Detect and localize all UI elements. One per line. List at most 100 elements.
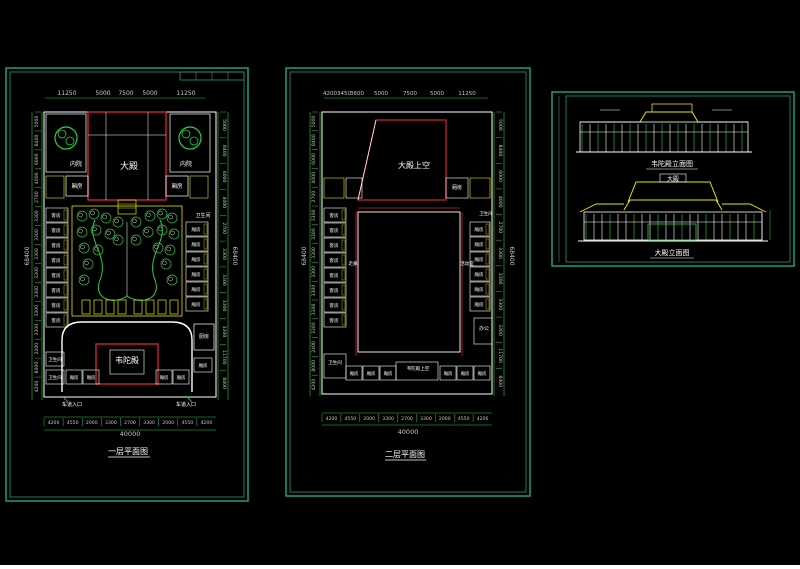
sheet-ground-floor: 11250 5000 7500 5000 11250 68400 68400 5…: [5, 67, 249, 502]
sheet2-right-dim-4: 2700: [497, 222, 503, 234]
sheet1-garden-tree-icon-19: [166, 274, 178, 286]
sheet2-guest-room-7: [323, 312, 347, 328]
sheet2-guest-room-0: [323, 207, 347, 223]
sheet1-guest-door-2: [63, 239, 68, 251]
sheet1-right-dims: 5000840060004000270033003300330033001170…: [220, 111, 227, 389]
sheet1-garden-tree-core-9: [158, 210, 163, 216]
sheet1-bottom-dim-3: 3300: [105, 420, 117, 426]
sheet1-garden-tree-core-23: [132, 236, 137, 242]
sheet1-kitchen: [193, 323, 215, 351]
sheet1-garden-tree-icon-10: [166, 212, 178, 224]
sheet1-right-dim-10: 8400: [221, 377, 227, 389]
sheet2-hall-label: 活动室: [460, 260, 474, 267]
sheet2-right-dims: 5000840060004000270033003300330033001170…: [496, 111, 503, 387]
sheet2-wing-label-0: 厢房: [474, 226, 484, 233]
sheet2-title: 二层平面图: [385, 450, 425, 459]
sheet1-parking-lot-7: [169, 299, 179, 315]
sheet2-left-dim-12: 2400: [311, 341, 317, 353]
sheet2-bottom-dim-3: 3300: [382, 416, 394, 422]
sheet1-left-dim-6: 3300: [34, 229, 40, 241]
sheet2-left-dim-14: 4200: [311, 379, 317, 391]
sheet2-wing-door-0: [485, 223, 490, 235]
sheet1-garden-tree-icon-9: [156, 208, 168, 220]
elev1-columns: [580, 124, 748, 152]
sheet1-garden-tree-icon-16: [82, 258, 94, 270]
sheet1-garden-tree-core-21: [132, 218, 137, 224]
sheet1-bottom-left-label-1: 厢房: [87, 374, 96, 381]
sheet1-garden-tree-core-3: [78, 228, 83, 234]
sheet1-right-dim-1: 8400: [221, 145, 227, 157]
sheet2-wing-room-0: [469, 221, 491, 237]
sheet2-wing-label-3: 厢房: [474, 271, 484, 278]
sheet1-weituo-hall: [95, 343, 159, 385]
sheet1-side-room-right: [165, 175, 189, 197]
sheet1-right-dim-5: 3300: [221, 248, 227, 260]
sheet2-left-dim-9: 3300: [311, 285, 317, 297]
sheet1-left-dim-10: 3300: [34, 305, 40, 317]
sheet2-guest-door-4: [341, 269, 346, 281]
sheet2-top-dim-6: 5000: [430, 91, 444, 97]
sheet1-guest-door-6: [63, 299, 68, 311]
sheet1-garden-tree-core-10: [168, 214, 173, 220]
sheet1-bottom-left-room-0: [65, 369, 83, 385]
sheet2-wing-label-1: 厢房: [474, 241, 484, 248]
sheet2-left-dim-10: 3300: [311, 303, 317, 315]
sheet1-wing-room-1: [185, 236, 209, 252]
sheet1-right-dim-9: 11700: [221, 350, 227, 365]
sheet1-garden-tree-core-16: [84, 260, 89, 266]
sheet2-weituo-void: [395, 361, 439, 381]
sheet1-left-dim-4: 2700: [34, 191, 40, 203]
sheet1-guest-door-4: [63, 269, 68, 281]
sheet2-lower-left-label: 卫生间: [328, 359, 342, 366]
sheet1-garden-tree-icon-4: [90, 224, 102, 236]
sheet1-guest-room-3: [45, 252, 69, 268]
elevation-weituo: 韦陀殿立面图: [576, 103, 752, 170]
sheet2-guest-label-7: 客房: [329, 317, 339, 324]
sheet1-garden-tree-icon-17: [160, 258, 172, 270]
sheet2-wing-room-3: [469, 266, 491, 282]
sheet2-guest-label-3: 客房: [329, 257, 339, 264]
sheet2-guest-label-1: 客房: [329, 227, 339, 234]
sheet2-guest-label-4: 客房: [329, 272, 339, 279]
sheet1-tree-icon-right: [178, 126, 202, 150]
sheet1-garden-tree-icon-3: [76, 226, 88, 238]
sheet1-wing-door-4: [203, 283, 208, 295]
sheet1-garden-tree-icon-6: [78, 242, 90, 254]
sheet2-guest-room-5: [323, 282, 347, 298]
sheet1-guest-label-1: 客房: [51, 227, 61, 234]
sheet1-garden-tree-icon-21: [130, 216, 142, 228]
sheet1-bottom-right-room-0: [155, 369, 173, 385]
sheet1-bottom-dim-0: 4200: [48, 420, 60, 426]
sheet1-guest-door-1: [63, 224, 68, 236]
sheet1-wing-label-5: 厢房: [191, 301, 201, 308]
sheet1-right-dim-6: 3300: [221, 274, 227, 286]
sheet1-bottom-left-room-1: [82, 369, 100, 385]
sheet1-garden-tree-icon-0: [76, 210, 88, 222]
sheet1-parking-lot-3: [117, 299, 127, 315]
sheet1-guest-room-1: [45, 222, 69, 238]
sheet1-garden-tree-core-17: [162, 260, 167, 266]
sheet2-wing-door-4: [485, 283, 490, 295]
sheet1-tree-icon-left: [54, 126, 78, 150]
sheet1-wing-room-0: [185, 221, 209, 237]
sheet1-wing-room-3: [185, 266, 209, 282]
sheet2-guest-label-5: 客房: [329, 287, 339, 294]
sheet1-outer-frame: [5, 67, 249, 502]
sheet1-parking-lot-2: [105, 299, 115, 315]
sheet1-guest-door-0: [63, 209, 68, 221]
sheet1-garden-tree-core-20: [114, 218, 119, 224]
sheet2-bottom-right-room-0: [439, 365, 457, 381]
sheet2-left-dim-2: 6000: [311, 153, 317, 165]
sheet1-left-dim-9: 3300: [34, 286, 40, 298]
sheet3-outer-frame: [551, 91, 795, 267]
sheet2-guest-room-4: [323, 267, 347, 283]
sheet2-bottom-right-label-2: 厢房: [478, 370, 487, 377]
sheet2-bottom-right-label-0: 厢房: [444, 370, 453, 377]
sheet2-bottom-dim-0: 4200: [326, 416, 338, 422]
sheet1-garden-tree-core-13: [170, 230, 175, 236]
sheet2-inner-frame: [289, 71, 527, 493]
sheet2-left-dim-8: 3300: [311, 266, 317, 278]
